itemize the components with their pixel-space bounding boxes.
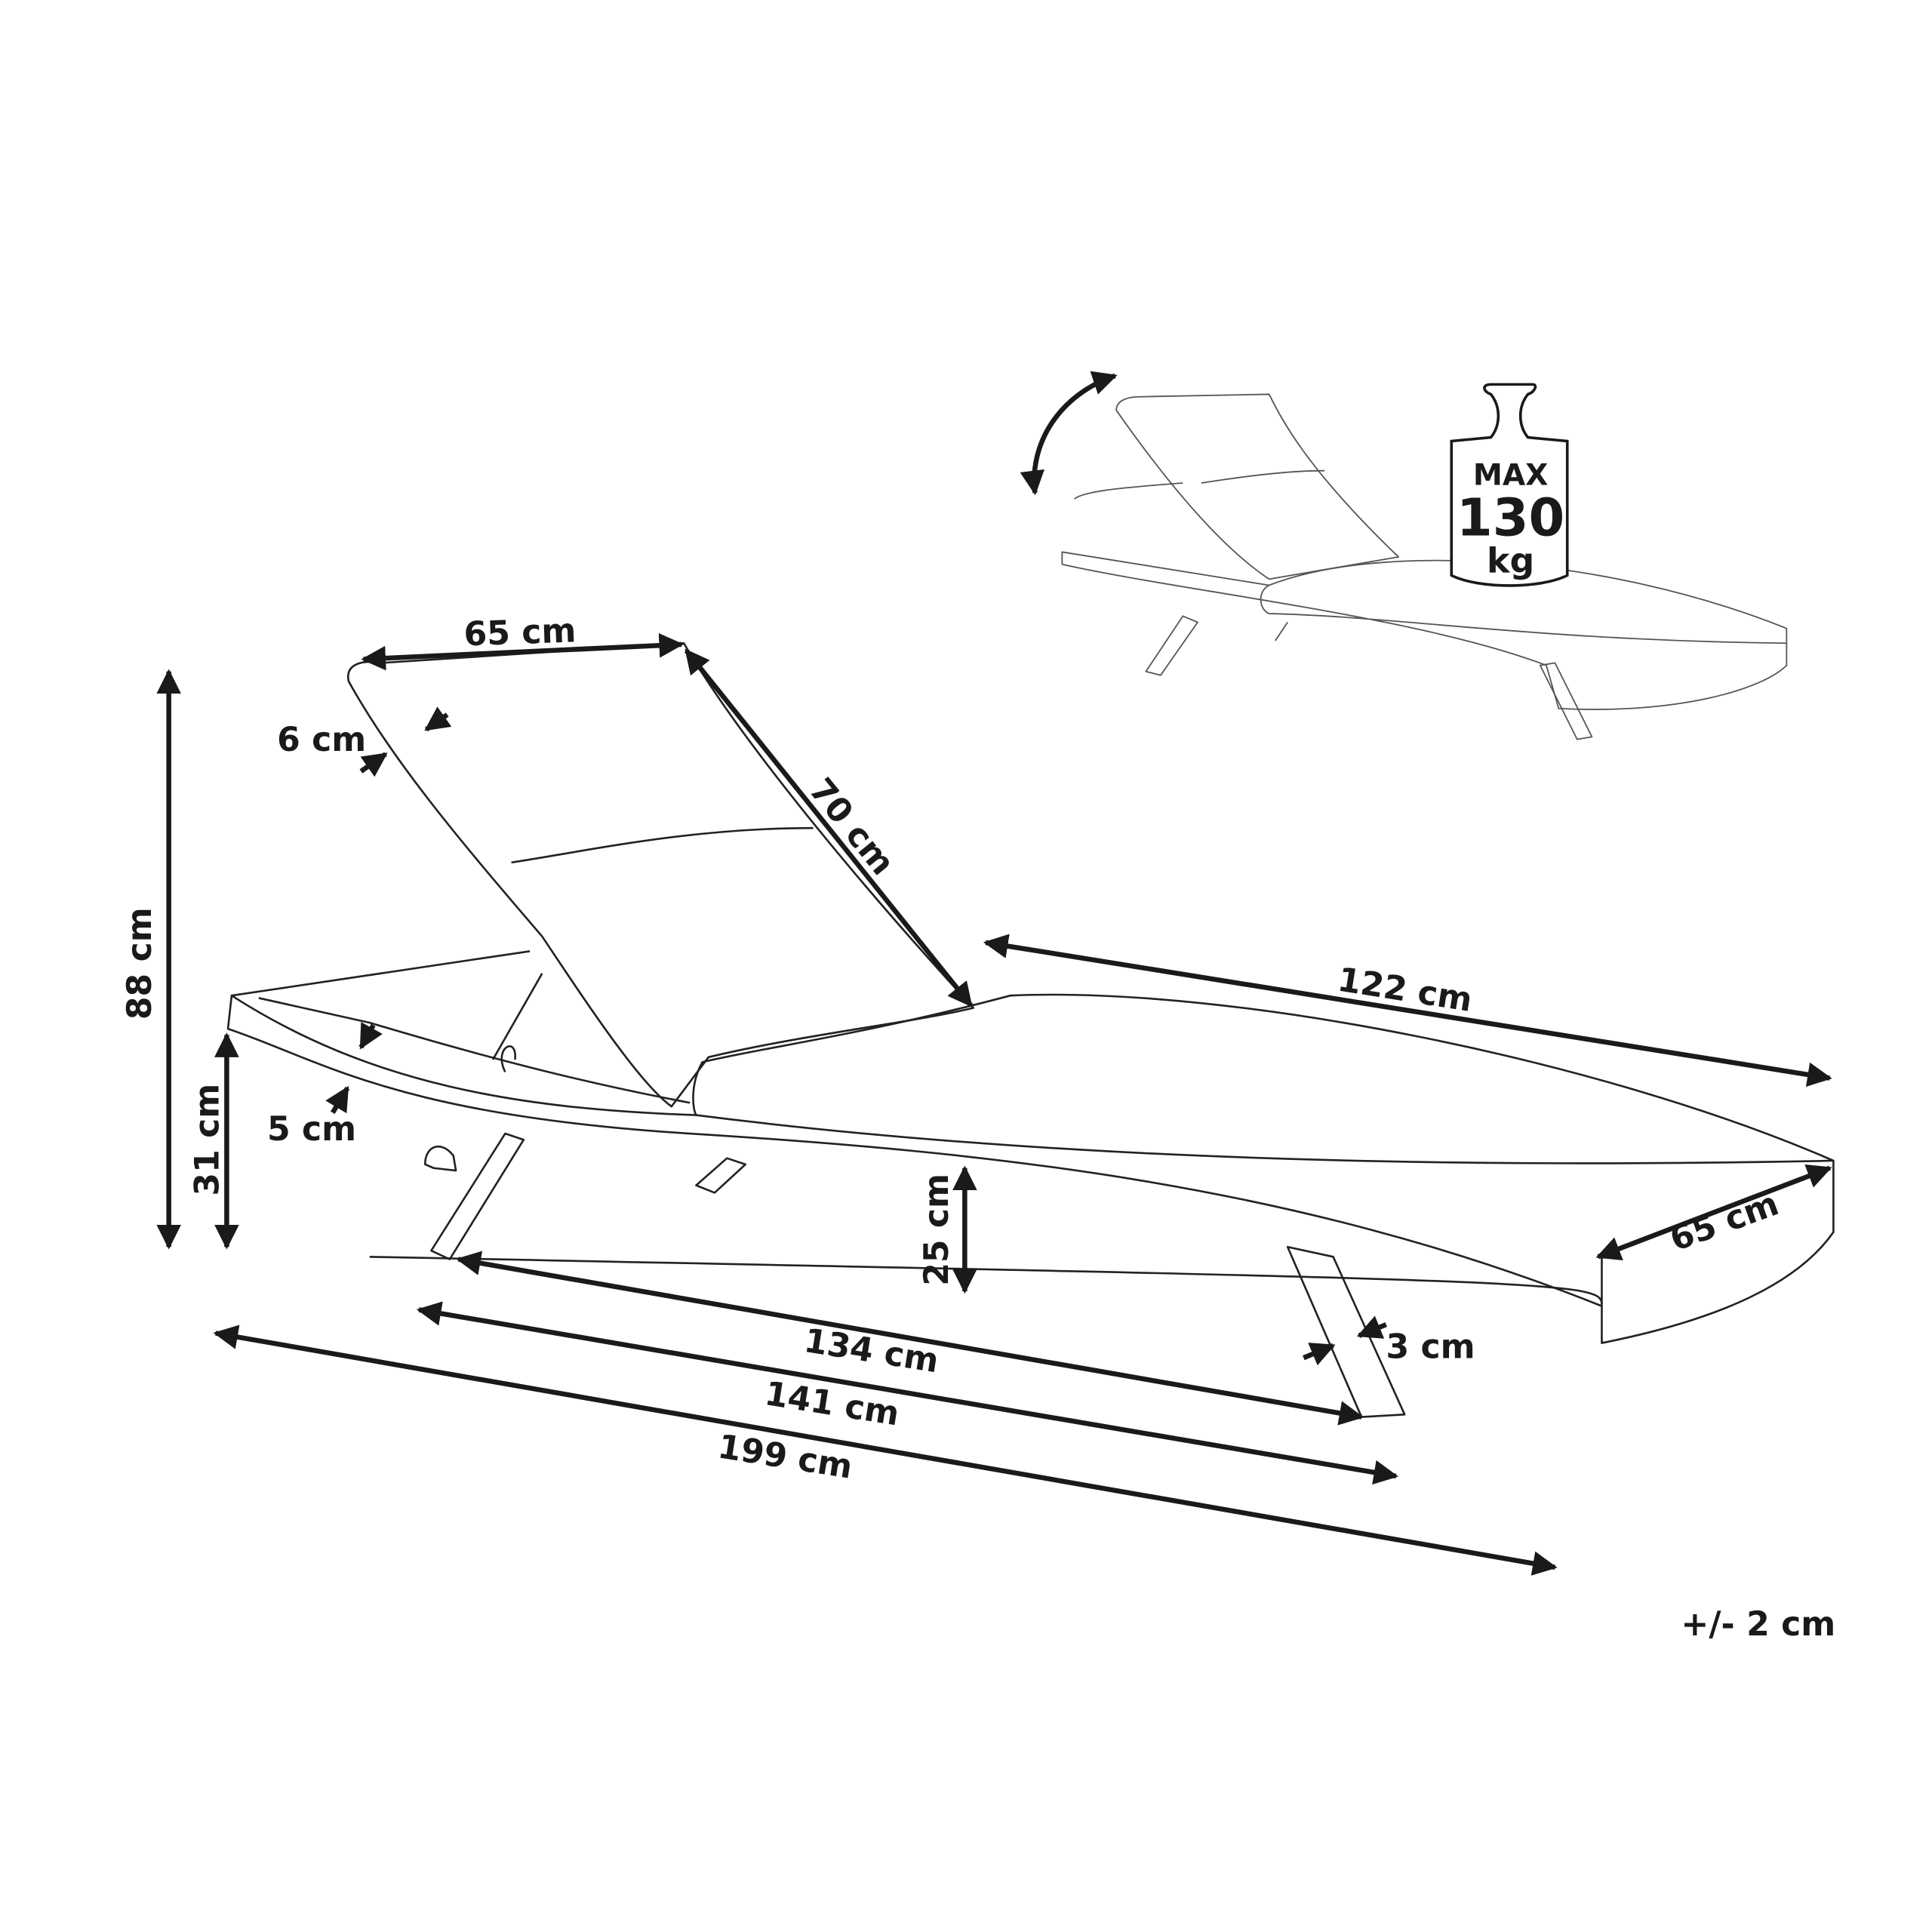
dim-frame-arrow-a (358, 1022, 383, 1050)
label-seat-height: 31 cm (189, 1084, 227, 1196)
dim-thickness-arrow-b (359, 752, 388, 777)
dim-backrest-width (361, 632, 685, 671)
label-leg-thickness: 3 cm (1386, 1328, 1475, 1367)
dim-thickness-arrow-a (424, 706, 452, 732)
dimension-labels: 65 cm 70 cm 6 cm 88 cm 31 cm 5 cm 122 cm… (121, 611, 1835, 1644)
label-frame-length: 141 cm (762, 1374, 902, 1433)
dim-backrest-length (684, 648, 974, 1008)
tolerance-note: +/- 2 cm (1681, 1605, 1835, 1644)
label-seat-width: 65 cm (1665, 1184, 1783, 1259)
dim-seat-width (1595, 1164, 1832, 1261)
lounger-main-drawing (226, 641, 1835, 1418)
dimension-lines (156, 632, 1832, 1576)
label-total-length: 199 cm (715, 1427, 855, 1486)
dim-seat-length (983, 934, 1832, 1088)
dim-leg-arrow-a (1303, 1343, 1336, 1366)
max-load-value: 130 (1457, 488, 1564, 549)
dim-total-length (213, 1324, 1558, 1576)
label-total-height: 88 cm (121, 907, 159, 1020)
max-load-weight-icon: MAX 130 kg (1450, 383, 1569, 587)
label-frame-thickness: 5 cm (267, 1110, 356, 1149)
lounger-reclining-illustration (1020, 371, 1788, 740)
label-backrest-width: 65 cm (463, 611, 577, 654)
label-ground-clearance: 25 cm (918, 1174, 956, 1286)
label-cushion-thickness: 6 cm (277, 721, 366, 759)
max-load-label: MAX (1473, 458, 1549, 492)
dim-leg-arrow-b (1356, 1315, 1387, 1339)
max-load-unit: kg (1487, 541, 1534, 581)
dim-frame-arrow-b (325, 1085, 350, 1114)
recline-arrow-icon (1020, 371, 1118, 496)
